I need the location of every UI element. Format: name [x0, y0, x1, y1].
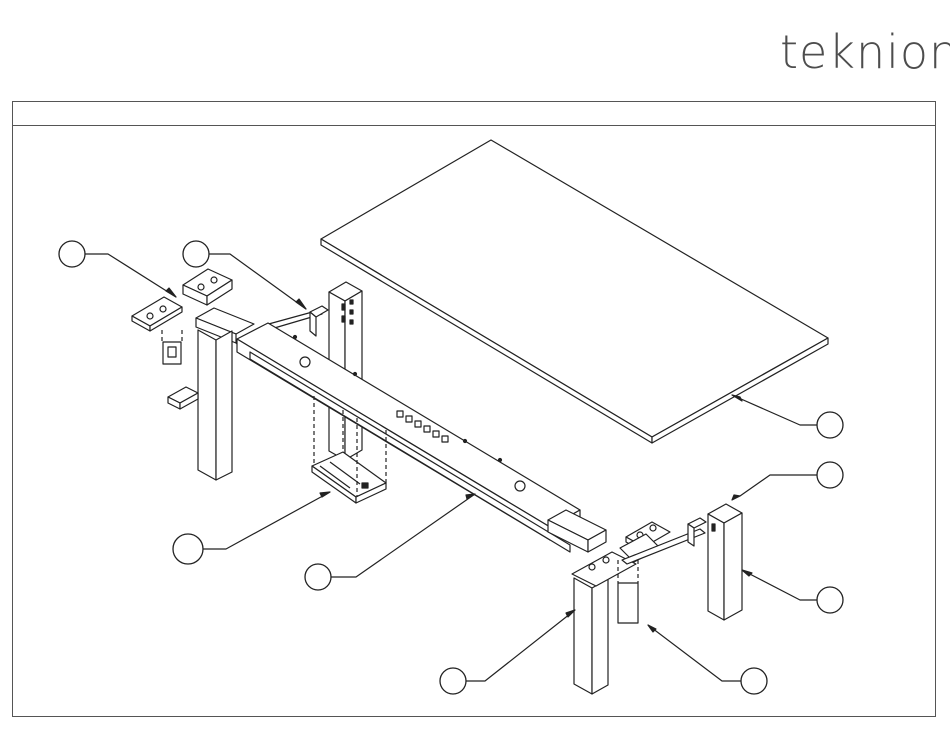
- right-leg-cover-part: [708, 504, 742, 620]
- callout-circle-6: [173, 534, 203, 564]
- callout-circle-5: [817, 587, 843, 613]
- callout-circle-8: [440, 668, 466, 694]
- callout-circle-2: [183, 241, 209, 267]
- callout-circle-1: [59, 241, 85, 267]
- callout-circle-4: [817, 462, 843, 488]
- callout-circle-3: [817, 412, 843, 438]
- worksurface-part: [321, 140, 828, 443]
- callout-circle-7: [305, 564, 331, 590]
- left-front-leg-part: [196, 308, 254, 480]
- right-foot-bracket-part: [618, 518, 706, 623]
- callout-circle-9: [741, 668, 767, 694]
